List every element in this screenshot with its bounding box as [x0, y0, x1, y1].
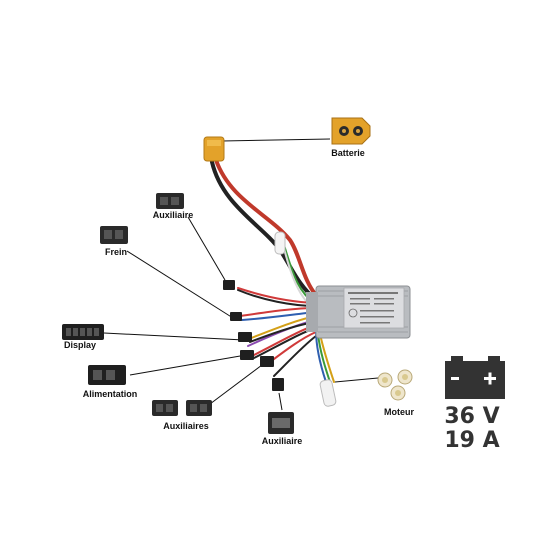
wire-black-aux: [273, 335, 317, 377]
connector-frein: [100, 226, 128, 244]
leader-auxiliaires: [209, 361, 267, 405]
motor-plugs-harness: [319, 379, 337, 407]
battery-icon: [445, 356, 505, 399]
wire-green-motor: [317, 333, 331, 383]
wire-red-frein: [239, 307, 317, 317]
controller-box: [306, 285, 411, 339]
label-moteur: Moteur: [384, 407, 414, 417]
leader-auxiliaire-bottom: [278, 392, 283, 411]
conn-alim: [240, 350, 254, 360]
label-display: Display: [63, 340, 97, 350]
leader-display: [103, 332, 245, 341]
connector-auxiliaires-2: [186, 400, 212, 416]
wire-red-aux: [269, 331, 317, 363]
connector-alimentation: [88, 365, 126, 385]
wire-yellow-motor: [319, 333, 335, 383]
wire-red-main: [214, 158, 318, 297]
motor-bullet-connectors: [377, 369, 413, 401]
white-plug-top: [274, 231, 286, 255]
label-auxiliaire-bottom: Auxiliaire: [261, 436, 303, 446]
label-alimentation: Alimentation: [82, 389, 138, 399]
wire-bundle: [237, 239, 335, 383]
label-batterie: Batterie: [331, 148, 365, 158]
leader-frein: [126, 250, 234, 319]
battery-voltage: 36 V: [444, 404, 500, 429]
battery-minus-sign: [451, 377, 459, 380]
leader-lines: [103, 138, 379, 411]
battery-xt-connector: [331, 117, 371, 145]
harness-xt-connector: [203, 136, 225, 162]
battery-current: 19 A: [444, 428, 500, 453]
label-auxiliaire-top: Auxiliaire: [152, 210, 194, 220]
connector-auxiliaire-top: [156, 193, 184, 209]
conn-aux-bottom: [272, 378, 284, 391]
connector-auxiliaires-1: [152, 400, 178, 416]
connector-auxiliaire-bottom: [268, 412, 294, 434]
conn-frein: [230, 312, 242, 321]
conn-auxiliaires: [260, 356, 274, 367]
battery-harness: [210, 158, 318, 302]
label-auxiliaires: Auxiliaires: [163, 421, 209, 431]
leader-auxiliaire-top: [187, 216, 226, 281]
conn-aux-top: [223, 280, 235, 290]
connector-display: [62, 324, 104, 340]
leader-batterie: [221, 138, 331, 142]
battery-plus-sign-v: [488, 372, 492, 385]
harness-connectors: [223, 280, 284, 391]
conn-display: [238, 332, 252, 342]
label-frein: Frein: [104, 247, 128, 257]
leader-moteur: [334, 377, 379, 383]
leader-alimentation: [129, 354, 247, 376]
